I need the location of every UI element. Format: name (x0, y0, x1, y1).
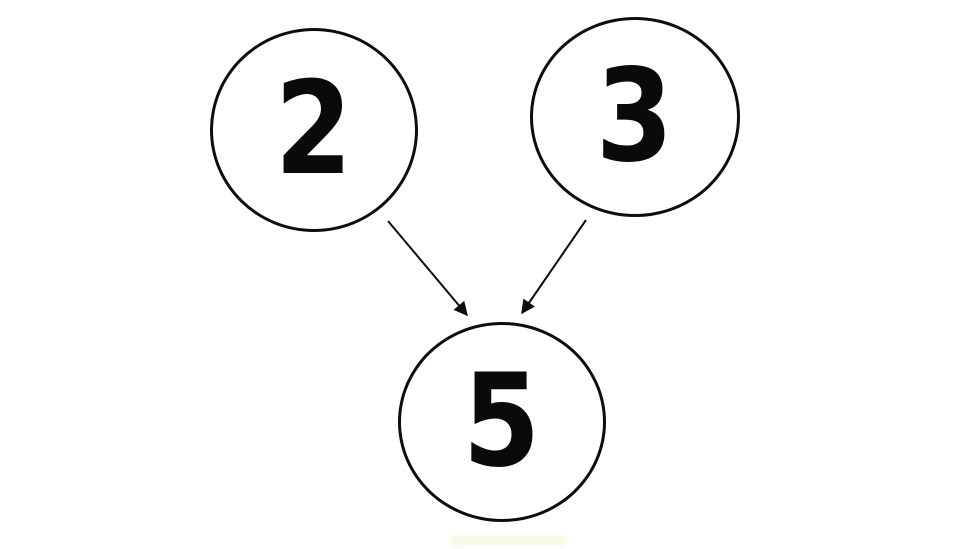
node-addend-3-label: 3 (596, 42, 674, 191)
node-addend-3: 3 (530, 17, 740, 217)
faded-watermark-smudge (450, 536, 568, 546)
edge-addend-1-to-sum (387, 220, 468, 317)
node-addend-2-label: 2 (275, 55, 353, 204)
node-sum-5-label: 5 (463, 347, 541, 496)
node-addend-2: 2 (210, 28, 418, 232)
edge-addend-2-to-sum (521, 219, 587, 315)
node-sum-5: 5 (398, 322, 606, 522)
